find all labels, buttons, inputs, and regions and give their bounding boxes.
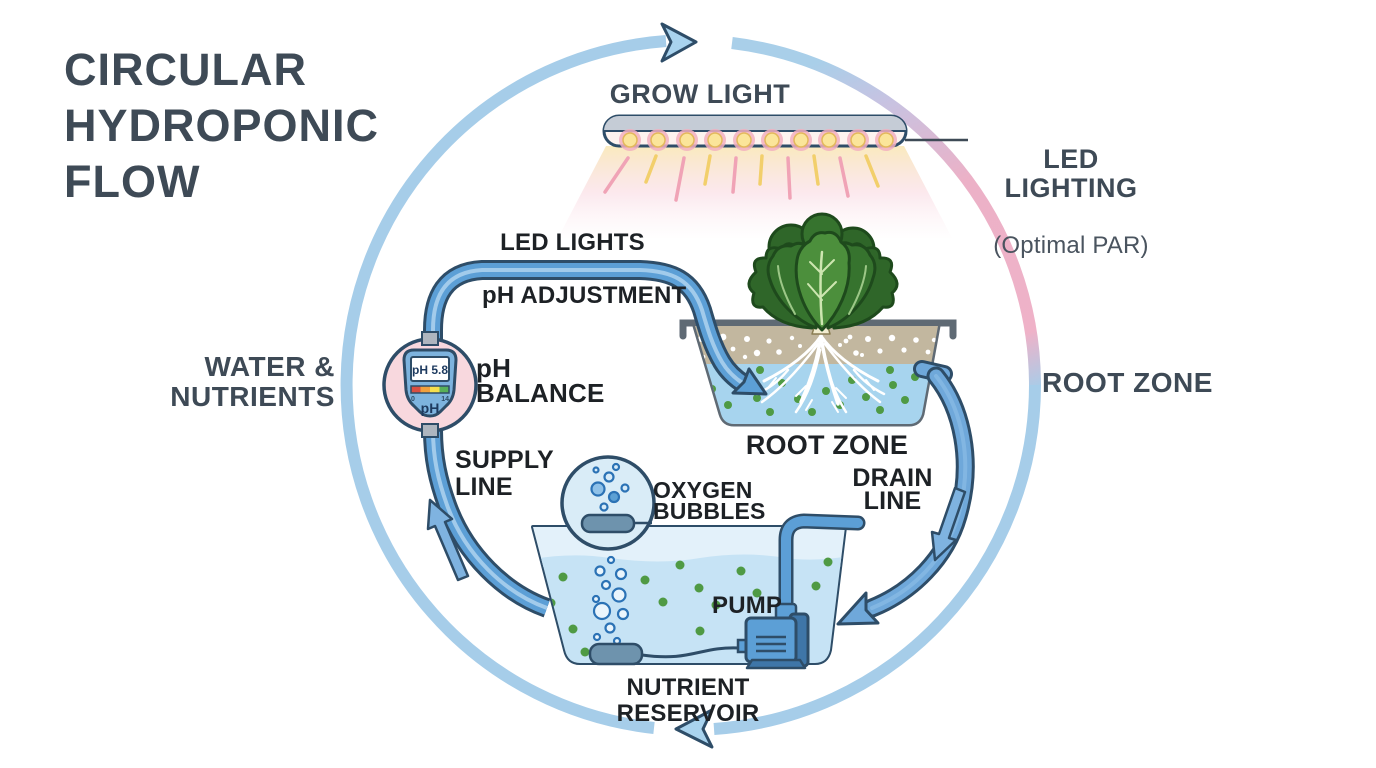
ring-arc-pink xyxy=(731,37,1041,386)
supply-pipe xyxy=(423,260,750,618)
drain-arrowhead-icon xyxy=(836,591,880,626)
drain-line-arrow xyxy=(836,366,975,626)
air-stone xyxy=(588,642,644,666)
ph-scale-bar xyxy=(410,385,450,394)
root-zone-inner-label: ROOT ZONE xyxy=(745,430,909,460)
led-lights-label: LED LIGHTS xyxy=(500,229,645,256)
ph-meter-screen xyxy=(410,356,450,382)
ph-meter-icon: pH 5.8 0 14 pH xyxy=(382,331,478,438)
light-rays xyxy=(603,154,880,202)
ring-arc-left xyxy=(340,35,667,734)
led-lighting-label: LED LIGHTING (Optimal PAR) xyxy=(975,116,1167,288)
led-bulbs xyxy=(619,129,897,151)
pump-icon xyxy=(736,602,810,670)
ph-scale-min: 0 xyxy=(411,396,415,403)
drain-line-label: DRAIN LINE xyxy=(852,464,933,515)
root-zone-outer-label: ROOT ZONE xyxy=(1042,367,1213,398)
supply-flow-arrow-icon xyxy=(426,498,470,582)
ph-unit-label: pH xyxy=(421,400,440,416)
grow-light-label: GROW LIGHT xyxy=(609,79,791,109)
ring-arrow-top-icon xyxy=(660,22,698,63)
led-lighting-label-sub: (Optimal PAR) xyxy=(993,231,1149,259)
lettuce-plant-icon xyxy=(747,212,899,335)
ring-arrow-bottom-icon xyxy=(674,708,714,749)
inset-air-stone xyxy=(580,513,636,534)
pump-label: PUMP xyxy=(712,592,783,619)
drain-flow-arrow-small-icon xyxy=(930,486,967,562)
nutrient-reservoir-label: NUTRIENT RESERVOIR xyxy=(616,674,760,727)
ph-reading: pH 5.8 xyxy=(412,363,448,377)
ph-adjustment-label: pH ADJUSTMENT xyxy=(482,282,687,309)
oxygen-bubbles-label: OXYGEN BUBBLES xyxy=(653,477,766,524)
supply-line-label: SUPPLY LINE xyxy=(455,446,554,501)
oxygen-bubbles-inset-icon xyxy=(560,455,656,551)
reservoir-nutrient-dots xyxy=(546,557,833,657)
ring-arc-bottom-right xyxy=(713,384,1041,735)
water-nutrients-label: WATER & NUTRIENTS xyxy=(170,351,335,413)
air-tube xyxy=(641,646,741,659)
light-beam xyxy=(558,146,952,238)
pump-pipe xyxy=(778,513,866,624)
oxygen-bubble-column xyxy=(591,555,630,646)
ph-balance-label: pH BALANCE xyxy=(476,353,605,408)
cycle-ring xyxy=(340,22,1041,749)
diagram-title: CIRCULAR HYDROPONIC FLOW xyxy=(64,44,380,207)
plant-roots xyxy=(755,334,886,414)
ph-scale-max: 14 xyxy=(441,396,449,403)
supply-pipe-arrowhead-icon xyxy=(731,367,768,396)
led-lighting-label-main: LED LIGHTING xyxy=(1004,144,1138,204)
grow-light-bar-icon xyxy=(602,114,908,151)
